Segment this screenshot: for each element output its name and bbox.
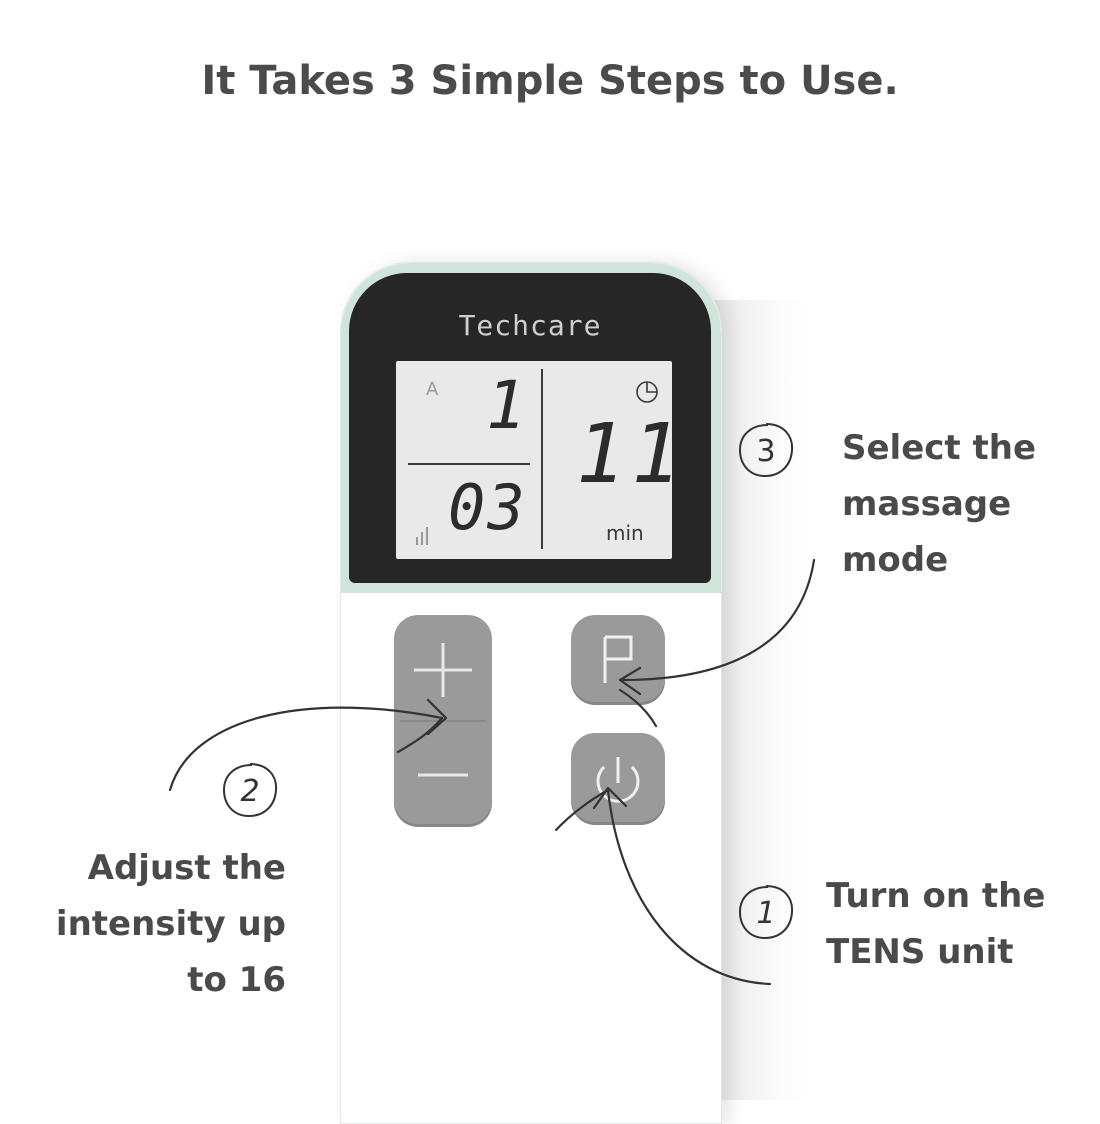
signal-bars-icon <box>416 521 436 545</box>
annotation-arrows <box>168 558 816 986</box>
step-3-line-1: Select the <box>842 428 1037 468</box>
clock-icon <box>636 381 658 403</box>
display-bezel: Techcare A 1 03 11 min <box>349 273 711 583</box>
page-title: It Takes 3 Simple Steps to Use. <box>201 58 899 104</box>
lcd-timer-unit: min <box>606 521 644 545</box>
tens-device: Techcare A 1 03 11 min <box>340 262 722 1124</box>
step-2-line-2: intensity up <box>55 904 286 944</box>
lcd-intensity-value: 03 <box>448 471 527 544</box>
lcd-divider-horizontal <box>408 463 530 465</box>
intensity-rocker-button[interactable] <box>394 615 492 827</box>
step-2-number: 2 <box>240 774 259 809</box>
lcd-mode-letter: A <box>426 379 439 400</box>
arrow-step-2 <box>168 706 444 792</box>
step-1-number: 1 <box>756 896 775 931</box>
step-3-number-icon: 3 <box>738 423 794 478</box>
lcd-channel-value: 1 <box>486 367 526 444</box>
step-1-line-1: Turn on the <box>826 876 1046 916</box>
brand-logo: Techcare <box>458 309 602 342</box>
step-1-number-icon: 1 <box>738 885 794 940</box>
step-1-line-2: TENS unit <box>826 932 1014 972</box>
step-2-line-1: Adjust the <box>87 848 286 888</box>
mode-button[interactable] <box>571 615 665 705</box>
step-3-line-3: mode <box>842 540 949 580</box>
step-3-line-2: massage <box>842 484 1012 524</box>
power-button[interactable] <box>571 733 665 825</box>
arrow-step-1 <box>606 788 772 986</box>
arrow-step-3 <box>620 558 816 682</box>
lcd-timer-value: 11 <box>576 407 687 502</box>
step-3-number: 3 <box>756 434 775 469</box>
step-2-number-icon: 2 <box>222 763 278 818</box>
step-1-label: Turn on the TENS unit <box>826 868 1045 980</box>
plus-icon <box>414 643 472 697</box>
step-2-label: Adjust the intensity up to 16 <box>40 840 286 1008</box>
power-icon <box>596 757 640 803</box>
step-3-label: Select the massage mode <box>842 420 1036 588</box>
lcd-divider-vertical <box>541 369 543 549</box>
lcd-screen: A 1 03 11 min <box>396 361 681 559</box>
step-2-line-3: to 16 <box>187 960 286 1000</box>
f-letter-icon <box>603 635 633 683</box>
